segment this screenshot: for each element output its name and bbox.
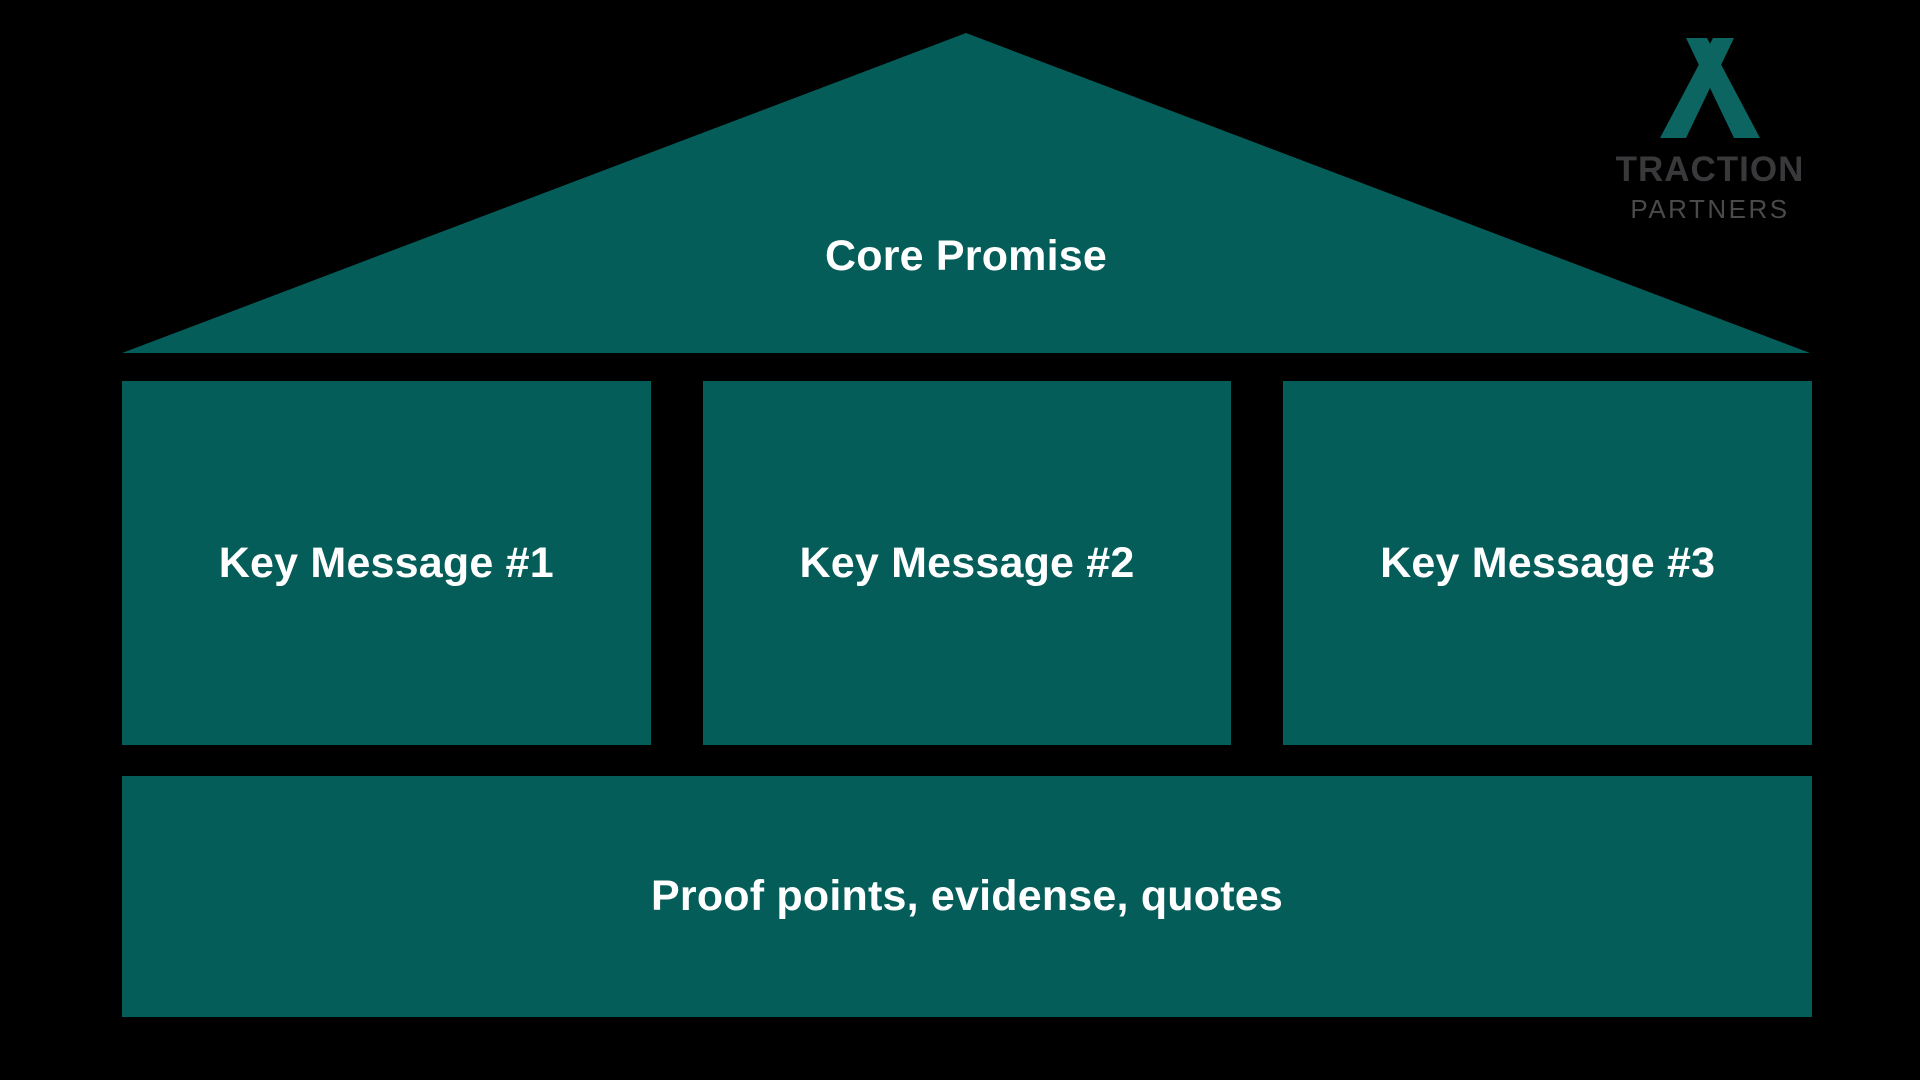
proof-points-label: Proof points, evidense, quotes (651, 872, 1283, 920)
key-message-1-label: Key Message #1 (218, 538, 554, 587)
key-message-box-1: Key Message #1 (122, 381, 651, 745)
messaging-house-roof: Core Promise (122, 33, 1810, 353)
key-message-box-3: Key Message #3 (1283, 381, 1813, 745)
tipi-tent-icon (1660, 38, 1760, 138)
key-message-box-2: Key Message #2 (702, 381, 1232, 745)
traction-partners-logo: TRACTION PARTNERS (1590, 38, 1830, 222)
logo-brand-name: TRACTION (1615, 150, 1805, 189)
core-promise-label: Core Promise (824, 232, 1107, 280)
key-message-2-label: Key Message #2 (799, 538, 1135, 587)
key-message-3-label: Key Message #3 (1380, 538, 1716, 587)
proof-points-foundation: Proof points, evidense, quotes (122, 776, 1812, 1017)
logo-brand-suffix: PARTNERS (1630, 194, 1790, 224)
key-message-row: Key Message #1 Key Message #2 Key Messag… (122, 381, 1813, 745)
